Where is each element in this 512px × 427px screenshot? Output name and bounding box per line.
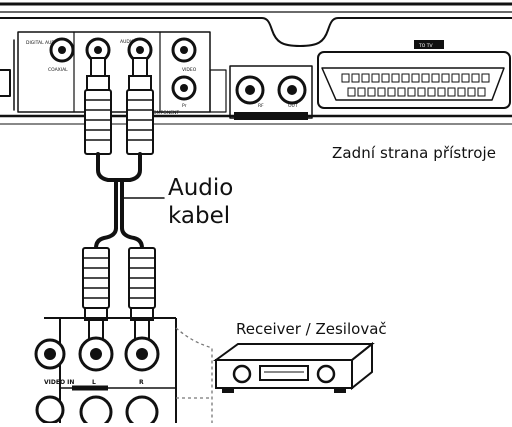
panel-jacks	[49, 37, 307, 105]
cable-label-line1: Audio	[168, 175, 234, 201]
zoom-outline	[175, 327, 213, 423]
panel-audio: AUDIO	[120, 39, 135, 45]
panel-rf: RF	[258, 103, 264, 109]
panel-coaxial: COAXIAL	[48, 67, 68, 73]
panel-print: DIGITAL AUDIO COAXIAL AUDIO VIDEO Pr COM…	[26, 39, 433, 116]
receiver-display	[259, 365, 309, 381]
receiver-r-label: R	[139, 379, 144, 386]
receiver-l-label: L	[92, 379, 96, 386]
cable-label-line2: kabel	[168, 203, 231, 229]
panel-out: OUT	[288, 103, 298, 109]
receiver-rear-panel	[34, 317, 177, 427]
panel-scart-tag: TO TV	[418, 43, 433, 49]
panel-component: COMPONENT	[150, 110, 179, 116]
receiver-label: Receiver / Zesilovač	[236, 320, 387, 338]
audio-cable	[94, 152, 165, 250]
bottom-rca-plugs	[82, 247, 156, 341]
panel-digital-audio: DIGITAL AUDIO	[26, 40, 60, 46]
receiver-panel-print: VIDEO IN L R	[44, 379, 144, 386]
device-rear-panel	[0, 2, 512, 125]
receiver-right-knob	[316, 364, 336, 384]
receiver-amplifier-icon	[212, 341, 375, 393]
top-rca-plugs	[84, 57, 154, 155]
rear-panel-label: Zadní strana přístroje	[332, 144, 497, 162]
scart-connector	[341, 73, 490, 97]
receiver-left-knob	[232, 364, 252, 384]
panel-pr: Pr	[182, 103, 187, 109]
receiver-video-in: VIDEO IN	[44, 379, 74, 386]
panel-video: VIDEO	[182, 67, 197, 73]
